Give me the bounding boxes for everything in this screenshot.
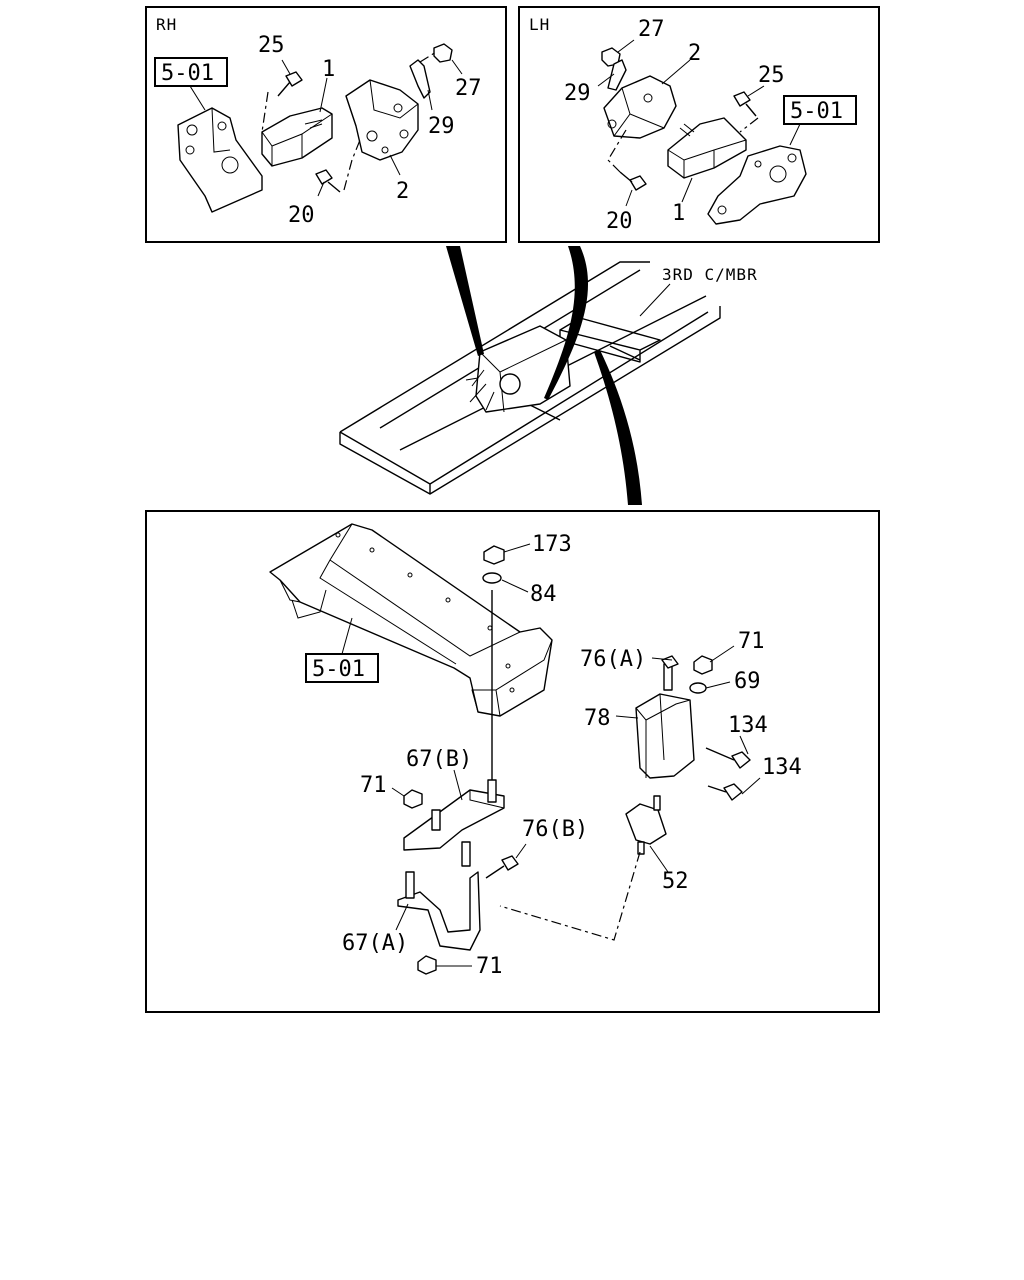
bottom-pointer [594,350,642,505]
callout-67a: 67(A) [342,931,408,956]
lh-callout-20: 20 [606,209,633,234]
bottom-panel: 5-01 [145,510,880,1013]
bolt-134-lower [707,783,743,801]
callout-173: 173 [532,532,572,557]
callout-71-left: 71 [360,773,387,798]
rh-pointer [446,246,484,356]
callout-134-lower: 134 [762,755,802,780]
rh-callout-1: 1 [322,57,335,82]
rh-bolt-20 [315,169,341,193]
rh-insulator [261,107,333,167]
callout-78: 78 [584,706,611,731]
lh-callout-29: 29 [564,81,591,106]
engine-mount-marker [499,373,521,395]
lh-bolt-25 [733,91,757,117]
lh-clip-29 [607,59,627,91]
washer-69 [689,682,707,694]
bracket-78 [635,693,695,779]
rh-callout-2: 2 [396,179,409,204]
washer-84 [482,572,502,584]
insulator-52 [625,803,667,845]
lh-callout-25: 25 [758,63,785,88]
callout-71-top: 71 [738,629,765,654]
rh-callout-29: 29 [428,114,455,139]
rh-panel: RH 5-01 [145,6,507,243]
lh-bolt-20 [619,171,647,191]
lh-panel: LH 5-01 [518,6,880,243]
rh-panel-title: RH [156,15,177,34]
bottom-panel-frame [145,510,880,1013]
lh-insulator [667,117,747,179]
nut-173 [483,545,505,565]
rh-ref-label: 5-01 [161,61,214,86]
lh-callout-2: 2 [688,41,701,66]
nut-71-a [693,655,713,675]
lh-pointer [544,246,589,400]
bolt-76b [501,855,519,871]
rh-ref-leader [189,85,206,111]
rh-bolt-25 [277,71,303,97]
rh-ref-box [154,57,228,87]
rh-callout-25: 25 [258,33,285,58]
lh-panel-title: LH [529,15,550,34]
rh-nut-27 [433,43,453,63]
crossmember-5-01 [269,523,553,717]
callout-52: 52 [662,869,689,894]
bottom-ref-label: 5-01 [312,657,365,682]
lh-panel-frame [518,6,880,243]
bolt-134-upper [705,747,751,769]
rh-callout-20: 20 [288,203,315,228]
rh-clip-29 [409,59,431,99]
lh-ref-box [783,95,857,125]
callout-67b: 67(B) [406,747,472,772]
lh-callout-27: 27 [638,17,665,42]
lh-callout-1: 1 [672,201,685,226]
callout-134-upper: 134 [728,713,768,738]
callout-76a: 76(A) [580,647,646,672]
lh-ref-label: 5-01 [790,99,843,124]
bracket-67b [403,789,505,851]
nut-71-b [403,789,423,809]
nut-71-c [417,955,437,975]
lh-frame-bracket [707,145,807,225]
rh-frame-bracket [177,107,263,213]
callout-84: 84 [530,582,557,607]
crossmember-label: 3RD C/MBR [662,265,758,284]
callout-69: 69 [734,669,761,694]
rh-callout-27: 27 [455,76,482,101]
engine-block [475,325,571,413]
rh-panel-frame [145,6,507,243]
callout-76b: 76(B) [522,817,588,842]
rh-engine-bracket [345,79,419,161]
chassis-overview: 3RD C/MBR [339,261,758,495]
callout-71-bottom: 71 [476,954,503,979]
bracket-67a [397,871,481,951]
